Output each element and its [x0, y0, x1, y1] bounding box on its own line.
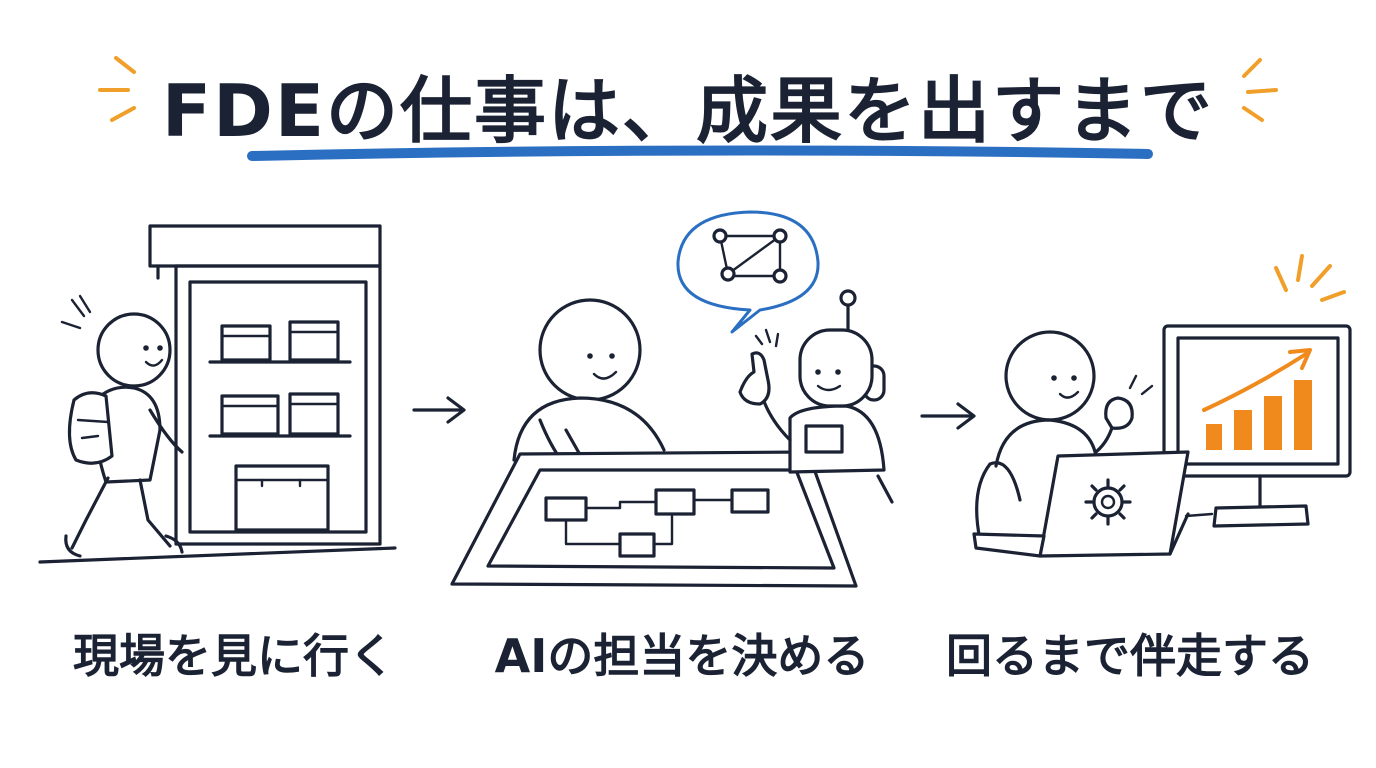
person-drawing-icon: [512, 298, 666, 492]
page-title: FDEの仕事は、成果を出すまで: [161, 69, 1215, 153]
warehouse-shelf-icon: [38, 224, 397, 564]
trend-arrow-icon: [1202, 348, 1312, 412]
step-3-label: 回るまで伴走する: [946, 629, 1314, 683]
step-1-label: 現場を見に行く: [73, 629, 395, 683]
gear-icon: [1084, 478, 1132, 526]
step-2-label: AIの担当を決める: [494, 629, 870, 683]
arrow-right-icon-2: [920, 402, 976, 430]
title-underline: [247, 145, 1153, 161]
robot-icon: [738, 289, 894, 504]
monitor-icon: [1162, 254, 1352, 528]
laptop-icon: [972, 450, 1214, 558]
network-icon: [712, 228, 788, 284]
title-sparkles-left: [98, 56, 136, 122]
speech-bubble-icon: [676, 210, 820, 334]
title-sparkles-right: [1242, 58, 1278, 122]
backpack-icon: [67, 391, 114, 465]
bar-chart-icon: [1206, 380, 1312, 450]
arrow-right-icon: [412, 396, 466, 424]
flowchart-icon: [450, 450, 858, 588]
